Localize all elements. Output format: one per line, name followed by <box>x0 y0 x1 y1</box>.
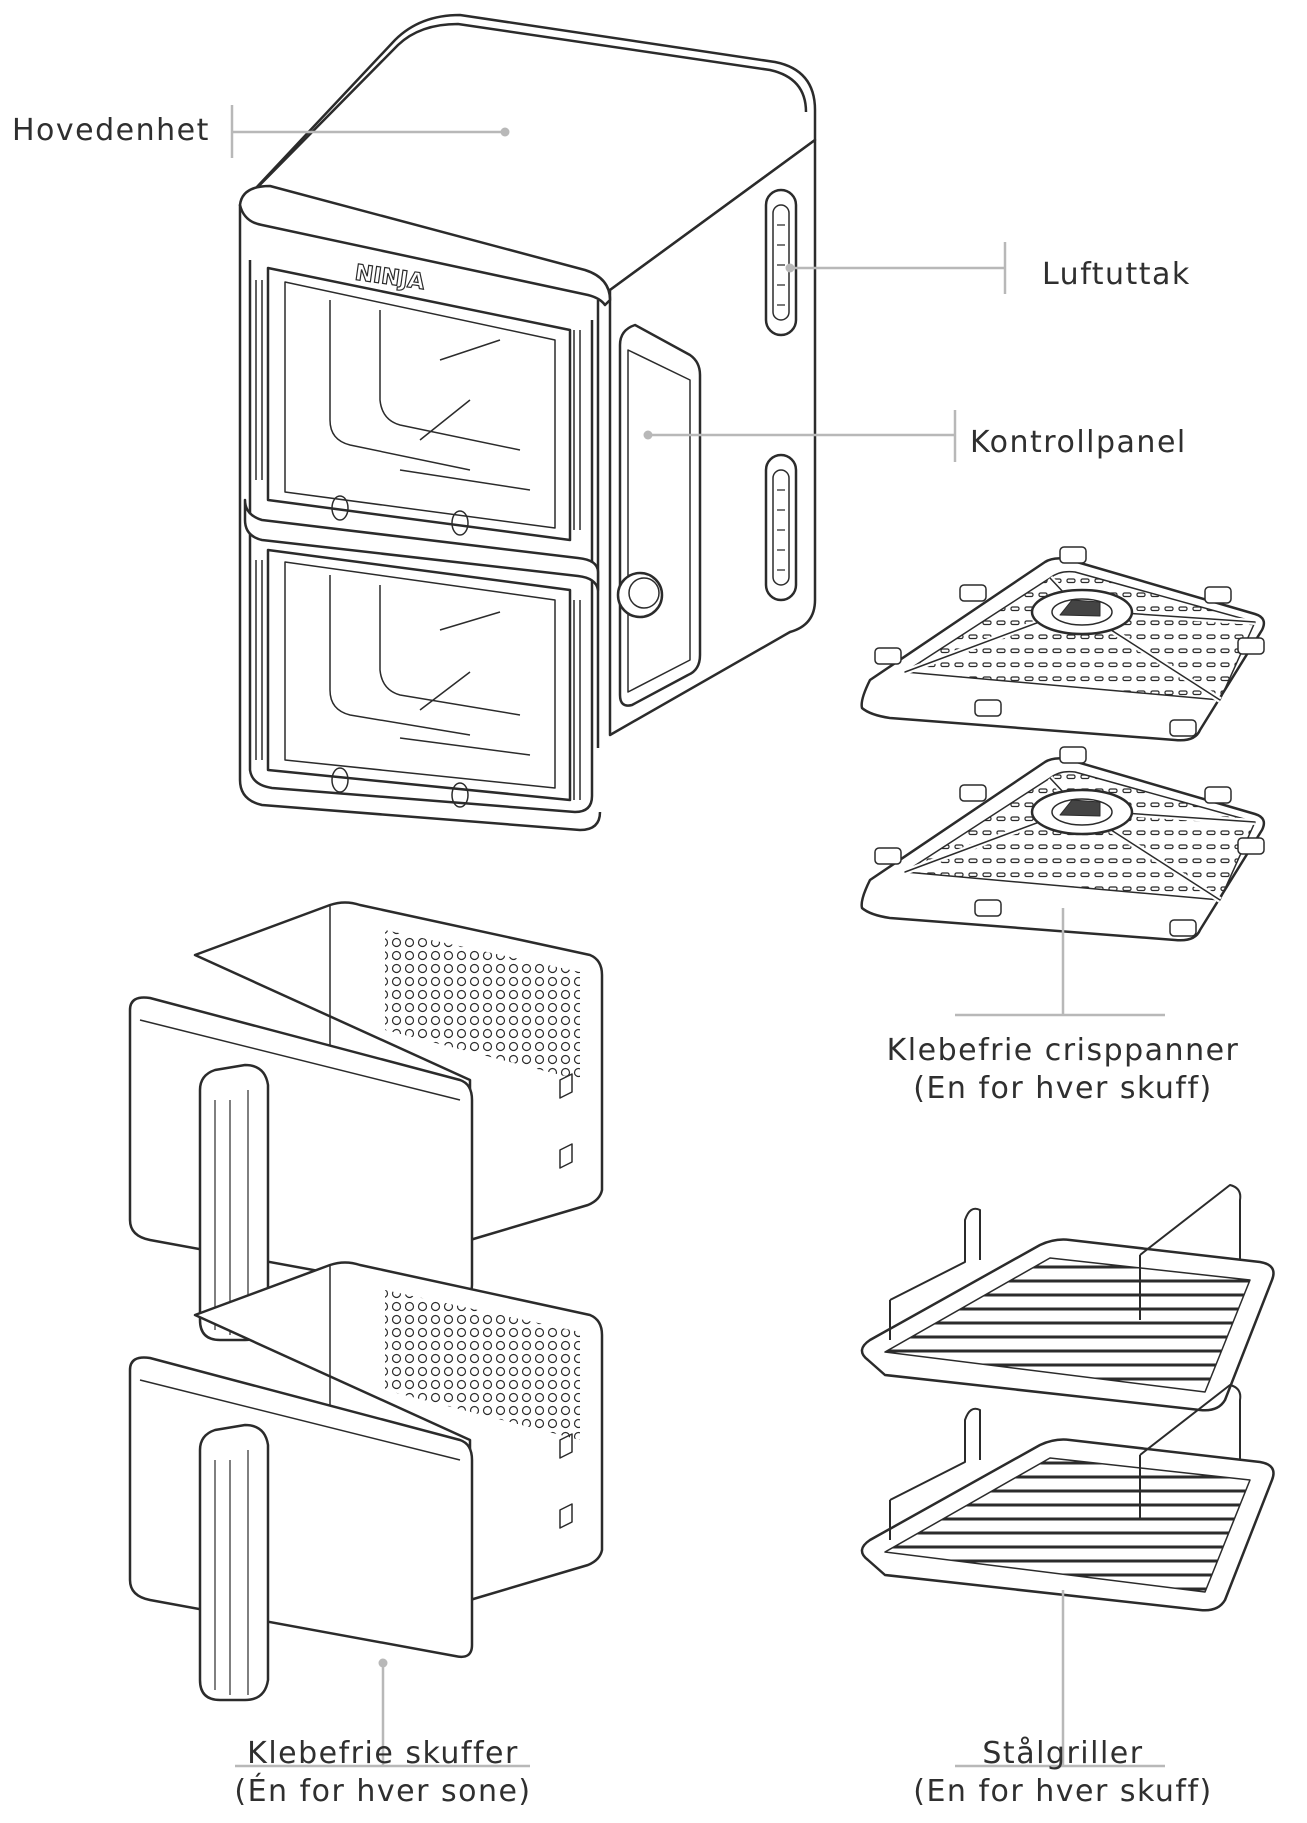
grill-rack-upper <box>860 1184 1275 1412</box>
ninja-logo: NINJA <box>353 261 426 296</box>
crisper-plate-lower <box>860 746 1266 942</box>
label-crisper-plates-line2: (En for hver skuff) <box>913 1070 1213 1106</box>
label-air-outlet: Luftuttak <box>1042 257 1191 292</box>
crisper-plate-upper <box>860 546 1266 742</box>
drawer-lower <box>128 1261 604 1702</box>
label-crisper-plates-line1: Klebefrie crisppanner <box>886 1033 1240 1068</box>
label-racks: Stålgriller (En for hver skuff) <box>863 1735 1263 1810</box>
grill-rack-lower <box>860 1384 1275 1612</box>
main-unit <box>238 13 817 832</box>
leader-lines <box>230 105 1165 1768</box>
label-drawers-line2: (Én for hver sone) <box>234 1773 532 1809</box>
label-control-panel: Kontrollpanel <box>970 425 1187 460</box>
label-drawers-line1: Klebefrie skuffer <box>247 1736 519 1771</box>
label-racks-line2: (En for hver skuff) <box>913 1773 1213 1809</box>
label-drawers: Klebefrie skuffer (Én for hver sone) <box>183 1735 583 1810</box>
drawer-upper <box>128 901 604 1342</box>
label-main-unit: Hovedenhet <box>12 113 210 148</box>
label-crisper-plates: Klebefrie crisppanner (En for hver skuff… <box>863 1032 1263 1107</box>
label-racks-line1: Stålgriller <box>982 1736 1144 1771</box>
